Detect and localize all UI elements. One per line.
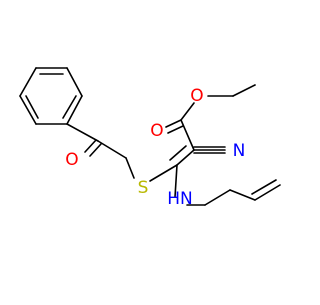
phenyl-ring xyxy=(19,67,83,125)
ketone-oxygen-label: O xyxy=(65,150,78,170)
ester-carbonyl-oxygen-label: O xyxy=(150,121,163,141)
allylamine-group xyxy=(186,179,281,206)
ketone-group xyxy=(66,123,135,179)
ester-group xyxy=(165,84,256,151)
amine-nitrogen-label: HN xyxy=(167,189,193,209)
ester-oxygen-label: O xyxy=(190,86,203,106)
nitrile-nitrogen-label: N xyxy=(233,141,246,161)
structure-diagram: O O O S N HN xyxy=(19,67,281,209)
nitrile-group xyxy=(193,146,226,154)
molecule-canvas: O O O S N HN xyxy=(19,67,281,209)
sulfur-label: S xyxy=(138,178,149,198)
central-alkene xyxy=(149,145,195,198)
